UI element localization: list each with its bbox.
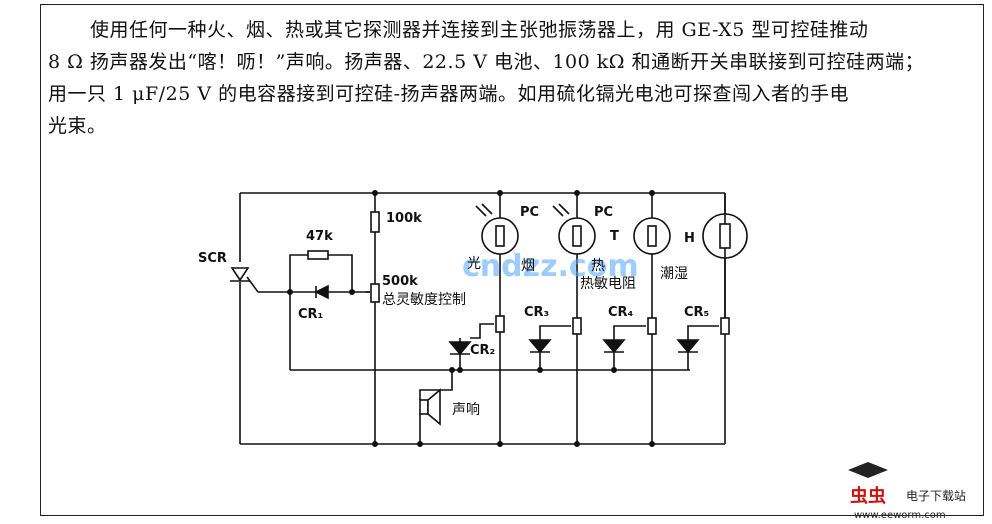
cr2-diode <box>448 341 472 356</box>
cr5-pot <box>720 317 730 335</box>
cr4-wiper <box>613 325 646 340</box>
cr3-wiper <box>539 325 571 340</box>
r47k-left-wire <box>289 254 308 292</box>
description-line-2: 8 Ω 扬声器发出“喀！呖！”声响。扬声器、22.5 V 电池、100 kΩ 和… <box>48 51 925 73</box>
cr5-diode <box>676 339 700 354</box>
description-line-4: 光束。 <box>48 115 107 137</box>
r47k-right-wire <box>328 254 353 292</box>
cr2-pot <box>495 315 505 333</box>
cr4-pot <box>647 317 657 335</box>
label-cr1: CR₁ <box>298 307 323 322</box>
scr-symbol <box>230 267 250 282</box>
label-r47k: 47k <box>306 229 333 244</box>
watermark: cndzz.com <box>462 249 639 284</box>
label-t: T <box>610 229 619 244</box>
label-speaker: 声响 <box>452 402 480 418</box>
label-thermistor: 热敏电阻 <box>580 276 636 292</box>
site-logo: 虫虫 电子下载站 www.eeworm.com <box>848 462 966 521</box>
sensor4-element <box>719 223 731 249</box>
speaker-cone <box>427 388 441 426</box>
cr4-diode <box>602 339 626 354</box>
light-arrow <box>481 203 493 215</box>
logo-glyphs: 虫虫 <box>850 485 886 507</box>
cr2-wiper <box>470 323 494 339</box>
circuit-description: 使用任何一种火、烟、热或其它探测器并连接到主张弛振荡器上，用 GE-X5 型可控… <box>48 14 938 142</box>
cr1-diode <box>314 284 329 300</box>
sensor1-element <box>495 225 505 247</box>
page-border <box>40 4 984 516</box>
label-cr2: CR₂ <box>470 343 495 358</box>
r100k-body <box>370 211 380 233</box>
sensor2-element <box>572 225 582 247</box>
label-scr: SCR <box>198 251 227 266</box>
label-r100k: 100k <box>386 211 422 226</box>
cr5-wiper <box>687 325 719 340</box>
sensor3-element <box>647 225 657 247</box>
scr-gate-wire <box>246 276 290 293</box>
speaker-wire-top <box>419 370 453 400</box>
label-humidity: 潮湿 <box>660 266 688 282</box>
label-h: H <box>684 231 695 246</box>
label-sensitivity: 总灵敏度控制 <box>382 292 466 308</box>
junction-dot <box>348 288 355 295</box>
r47k-body <box>307 250 329 260</box>
r500k-body <box>370 283 380 303</box>
label-pc2: PC <box>594 205 613 220</box>
label-pc1: PC <box>520 205 539 220</box>
description-line-3: 用一只 1 μF/25 V 的电容器接到可控硅-扬声器两端。如用硫化镉光电池可探… <box>48 83 849 105</box>
label-light: 光 <box>467 256 481 272</box>
logo-text: 电子下载站 <box>906 489 966 503</box>
graduation-cap-icon <box>848 462 888 478</box>
light-arrow <box>552 205 564 217</box>
label-r500k: 500k <box>382 274 418 289</box>
logo-url: www.eeworm.com <box>854 510 946 521</box>
cr3-diode <box>528 339 552 354</box>
cr3-pot <box>572 317 582 335</box>
label-smoke: 烟 <box>521 258 535 274</box>
description-line-1: 使用任何一种火、烟、热或其它探测器并连接到主张弛振荡器上，用 GE-X5 型可控… <box>90 19 869 41</box>
light-arrow <box>558 203 570 215</box>
light-arrow <box>475 205 487 217</box>
label-cr3: CR₃ <box>524 305 549 320</box>
label-cr5: CR₅ <box>684 305 709 320</box>
label-heat: 热 <box>591 258 605 274</box>
label-cr4: CR₄ <box>608 305 634 320</box>
speaker-magnet <box>419 399 429 415</box>
